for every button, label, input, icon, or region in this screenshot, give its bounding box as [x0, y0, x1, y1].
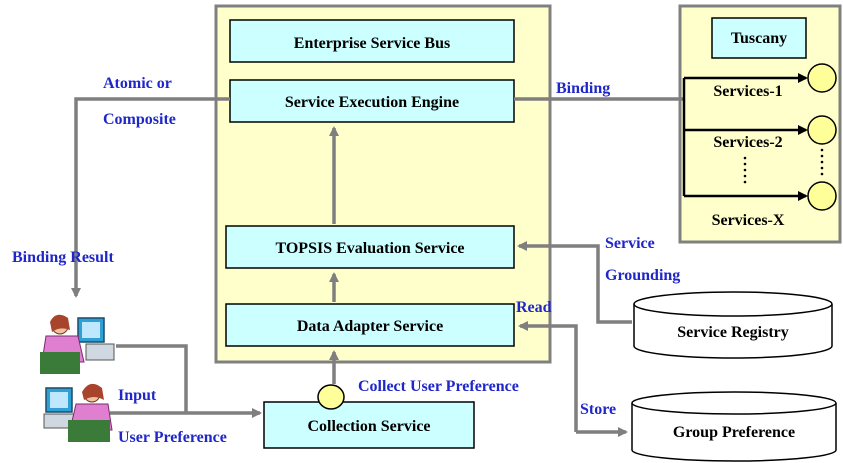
collect-pref-label: Collect User Preference [358, 378, 519, 395]
service-label: Service [605, 235, 655, 252]
service-registry-label: Service Registry [677, 324, 789, 341]
service-1-circle [807, 63, 837, 93]
registry-to-topsis-arrow [517, 241, 632, 324]
atomic-label: Atomic or [103, 75, 172, 92]
read-label: Read [516, 299, 552, 316]
see-label: Service Execution Engine [285, 94, 459, 111]
binding-result-arrow [71, 97, 230, 298]
user-pref-label: User Preference [118, 429, 227, 446]
service-registry-db [633, 291, 833, 359]
input-label: Input [118, 387, 157, 404]
user-1-workstation-icon [40, 314, 115, 374]
service-x-circle [807, 181, 837, 211]
group-pref-adapter-arrow [518, 321, 578, 432]
collection-box [263, 401, 475, 449]
group-preference-db [631, 391, 837, 462]
service-ellipsis-dots [743, 148, 824, 184]
esb-box [229, 19, 515, 63]
adapter-box [225, 303, 515, 347]
service-2-circle [807, 115, 837, 145]
adapter-label: Data Adapter Service [297, 318, 443, 335]
binding-label: Binding [556, 80, 610, 97]
collection-label: Collection Service [307, 418, 430, 435]
topsis-label: TOPSIS Evaluation Service [275, 240, 464, 257]
tuscany-label: Tuscany [731, 30, 787, 47]
grounding-label: Grounding [605, 267, 680, 284]
tuscany-box [711, 17, 807, 59]
service-2-label: Services-2 [713, 134, 782, 151]
binding-result-label: Binding Result [12, 249, 114, 266]
engine-panel [214, 4, 552, 364]
group-preference-label: Group Preference [673, 424, 795, 441]
composite-label: Composite [103, 111, 176, 128]
user1-input-line [116, 344, 188, 413]
store-label: Store [580, 401, 616, 418]
service-1-label: Services-1 [713, 83, 782, 100]
esb-label: Enterprise Service Bus [294, 35, 450, 52]
user-2-workstation-icon [43, 383, 113, 442]
see-box [229, 79, 515, 123]
topsis-box [225, 225, 515, 269]
service-x-label: Services-X [712, 212, 785, 229]
collection-port-circle [317, 384, 345, 410]
